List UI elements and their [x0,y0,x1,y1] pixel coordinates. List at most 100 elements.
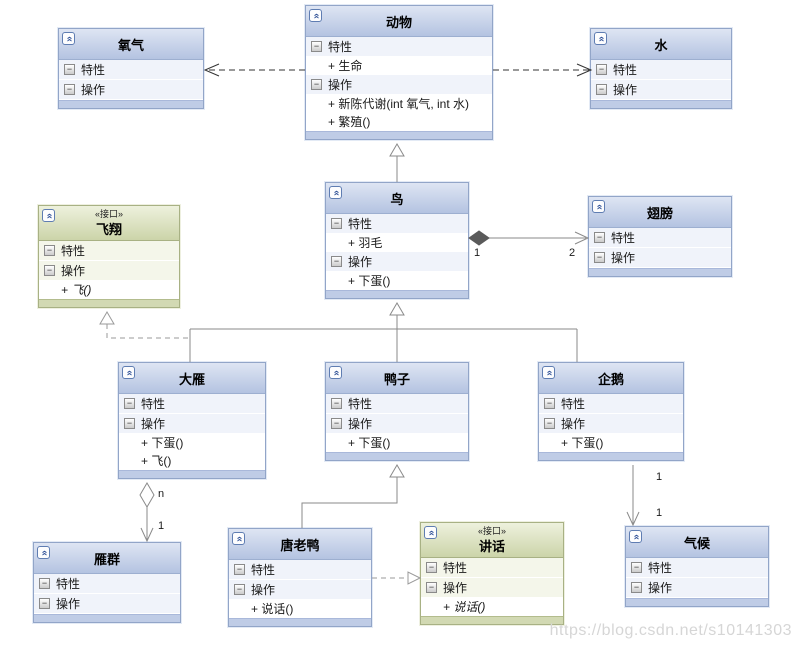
class-header: « 动物 [306,6,492,37]
interface-fly[interactable]: « «接口» 飞翔 −特性 −操作 + 飞() [38,205,180,308]
section-operations: −操作 [39,261,179,281]
collapse-minus-icon[interactable]: − [426,582,437,593]
class-bird[interactable]: « 鸟 −特性 + 羽毛 −操作 + 下蛋() [325,182,469,299]
collapse-minus-icon[interactable]: − [64,64,75,75]
section-operations: −操作 [626,578,768,598]
collapse-minus-icon[interactable]: − [39,578,50,589]
class-donald-duck[interactable]: « 唐老鸭 −特性 −操作 + 说话() [228,528,372,627]
collapse-minus-icon[interactable]: − [44,265,55,276]
class-oxygen[interactable]: « 氧气 −特性 −操作 [58,28,204,109]
class-name: 氧气 [117,37,144,53]
interface-speak[interactable]: « «接口» 讲话 −特性 −操作 + 说话() [420,522,564,625]
class-footer [421,616,563,624]
class-footer [591,100,731,108]
interface-header: « «接口» 飞翔 [39,206,179,241]
collapse-minus-icon[interactable]: − [234,584,245,595]
member-item: + 下蛋() [119,434,265,452]
class-name: 翅膀 [646,205,673,221]
dependency-animal-oxygen [203,63,305,77]
class-header: « 企鹅 [539,363,683,394]
collapse-chevron-icon[interactable]: « [329,186,342,199]
interface-name: 讲话 [478,538,505,554]
class-header: « 鸭子 [326,363,468,394]
section-attributes: −特性 [34,574,180,594]
realization-donaldduck-speak [372,571,422,585]
class-header: « 气候 [626,527,768,558]
collapse-minus-icon[interactable]: − [594,232,605,243]
class-footer [119,470,265,478]
collapse-minus-icon[interactable]: − [596,84,607,95]
collapse-minus-icon[interactable]: − [311,41,322,52]
collapse-minus-icon[interactable]: − [544,398,555,409]
class-name: 雁群 [93,551,120,567]
class-water[interactable]: « 水 −特性 −操作 [590,28,732,109]
collapse-chevron-icon[interactable]: « [329,366,342,379]
collapse-chevron-icon[interactable]: « [629,530,642,543]
collapse-minus-icon[interactable]: − [124,418,135,429]
collapse-minus-icon[interactable]: − [544,418,555,429]
collapse-chevron-icon[interactable]: « [42,209,55,222]
association-penguin-climate [626,465,640,527]
collapse-minus-icon[interactable]: − [426,562,437,573]
collapse-minus-icon[interactable]: − [596,64,607,75]
collapse-chevron-icon[interactable]: « [309,9,322,22]
collapse-chevron-icon[interactable]: « [122,366,135,379]
class-footer [589,268,731,276]
class-header: « 鸟 [326,183,468,214]
class-wild-goose[interactable]: « 大雁 −特性 −操作 + 下蛋() + 飞() [118,362,266,479]
member-item: + 说话() [421,598,563,616]
class-goose-flock[interactable]: « 雁群 −特性 −操作 [33,542,181,623]
class-duck[interactable]: « 鸭子 −特性 −操作 + 下蛋() [325,362,469,461]
collapse-minus-icon[interactable]: − [331,418,342,429]
collapse-minus-icon[interactable]: − [311,79,322,90]
section-operations: −操作 [326,414,468,434]
class-footer [59,100,203,108]
member-item: + 下蛋() [326,272,468,290]
collapse-minus-icon[interactable]: − [631,562,642,573]
class-name: 企鹅 [597,371,624,387]
composition-bird-wings [468,230,590,246]
member-item: + 飞() [39,281,179,299]
section-operations: −操作 [589,248,731,268]
collapse-minus-icon[interactable]: − [44,245,55,256]
collapse-chevron-icon[interactable]: « [424,526,437,539]
interface-name: 飞翔 [95,221,122,237]
collapse-minus-icon[interactable]: − [124,398,135,409]
collapse-minus-icon[interactable]: − [39,598,50,609]
collapse-chevron-icon[interactable]: « [62,32,75,45]
member-item: + 生命 [306,57,492,75]
section-operations: −操作 [421,578,563,598]
collapse-chevron-icon[interactable]: « [542,366,555,379]
collapse-chevron-icon[interactable]: « [592,200,605,213]
multiplicity-penguin-side: 1 [656,471,663,483]
class-name: 动物 [385,14,412,30]
generalization-bird-animal [389,143,405,182]
section-attributes: −特性 [326,394,468,414]
collapse-minus-icon[interactable]: − [331,398,342,409]
class-penguin[interactable]: « 企鹅 −特性 −操作 + 下蛋() [538,362,684,461]
class-name: 水 [654,37,668,53]
collapse-minus-icon[interactable]: − [331,218,342,229]
class-wings[interactable]: « 翅膀 −特性 −操作 [588,196,732,277]
class-footer [306,131,492,139]
member-item: + 繁殖() [306,113,492,131]
class-animal[interactable]: « 动物 −特性 + 生命 −操作 + 新陈代谢(int 氧气, int 水) … [305,5,493,140]
multiplicity-goose-side: n [158,488,165,500]
stereotype-label: «接口» [477,525,506,536]
class-climate[interactable]: « 气候 −特性 −操作 [625,526,769,607]
class-header: « 大雁 [119,363,265,394]
class-name: 鸭子 [383,371,410,387]
collapse-chevron-icon[interactable]: « [37,546,50,559]
collapse-minus-icon[interactable]: − [331,256,342,267]
collapse-minus-icon[interactable]: − [594,252,605,263]
multiplicity-flock-side: 1 [158,520,165,532]
csdn-watermark: https://blog.csdn.net/s10141303 [549,622,792,639]
collapse-chevron-icon[interactable]: « [232,532,245,545]
collapse-minus-icon[interactable]: − [64,84,75,95]
stereotype-label: «接口» [94,208,123,219]
collapse-minus-icon[interactable]: − [234,564,245,575]
collapse-chevron-icon[interactable]: « [594,32,607,45]
collapse-minus-icon[interactable]: − [631,582,642,593]
section-operations: −操作 [306,75,492,95]
class-footer [34,614,180,622]
